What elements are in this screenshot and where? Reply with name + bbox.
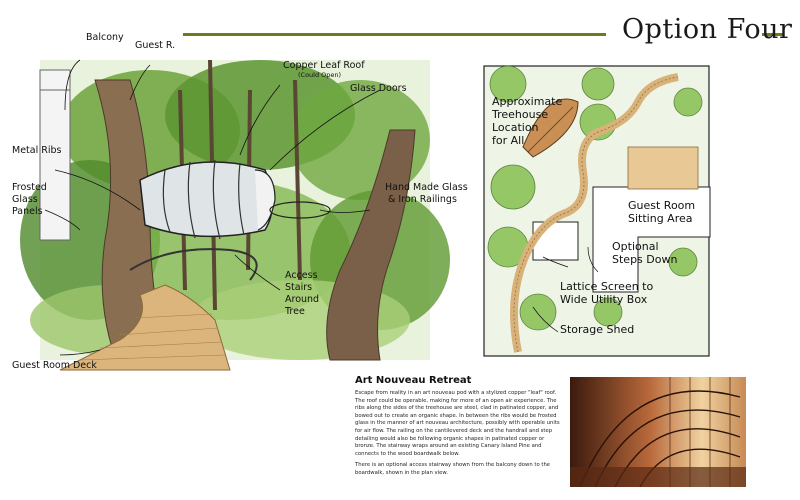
label-stairs-1: Access	[285, 270, 318, 281]
boardwalk-path	[510, 73, 679, 353]
title-rule-left	[183, 33, 606, 36]
label-railings-1: Hand Made Glass	[385, 182, 468, 193]
label-glass-doors: Glass Doors	[350, 83, 407, 94]
label-metal-ribs: Metal Ribs	[12, 145, 62, 156]
description-block: Art Nouveau Retreat Escape from reality …	[355, 375, 560, 478]
label-guest-r: Guest R.	[135, 40, 176, 51]
label-treehouse-2: Treehouse	[492, 108, 549, 121]
callout-leaders	[44, 59, 381, 356]
label-treehouse-3: Location	[492, 121, 539, 134]
access-stairs	[129, 248, 258, 281]
label-frosted-3: Panels	[12, 206, 43, 217]
label-could-open: (Could Open)	[298, 71, 342, 79]
label-copper-leaf-roof: Copper Leaf Roof	[283, 60, 365, 71]
title-rule-right	[762, 33, 784, 36]
label-steps-1: Optional	[612, 240, 659, 253]
label-railings-2: & Iron Railings	[388, 194, 457, 205]
label-sitting-2: Sitting Area	[628, 212, 693, 225]
label-lattice-1: Lattice Screen to	[560, 280, 654, 293]
sitting-area-patio	[627, 146, 699, 190]
right-tree-trunk	[326, 129, 416, 361]
art-nouveau-interior-photo	[570, 377, 746, 487]
treehouse-pod	[139, 159, 331, 240]
label-frosted-1: Frosted	[12, 182, 47, 193]
description-paragraph-1: Escape from reality in an art nouveau po…	[355, 390, 560, 457]
label-stairs-3: Around	[285, 294, 320, 305]
label-sitting-1: Guest Room	[628, 199, 696, 212]
boardwalk-planks	[79, 313, 226, 361]
label-lattice-2: Wide Utility Box	[560, 293, 648, 306]
label-storage-shed: Storage Shed	[560, 323, 635, 336]
label-frosted-2: Glass	[12, 194, 38, 205]
house-footprint	[592, 186, 711, 293]
label-treehouse-4: for All	[492, 134, 525, 147]
description-heading: Art Nouveau Retreat	[355, 375, 472, 386]
label-stairs-2: Stairs	[285, 282, 313, 293]
label-guest-room-deck: Guest Room Deck	[12, 360, 97, 371]
label-steps-2: Steps Down	[612, 253, 678, 266]
page-title: Option Four	[622, 14, 793, 45]
description-paragraph-2: There is an optional access stairway sho…	[355, 462, 551, 476]
treehouse-perspective-sketch	[20, 59, 450, 371]
label-stairs-4: Tree	[285, 306, 305, 317]
treehouse-leaf	[522, 98, 579, 158]
site-plan	[483, 65, 711, 357]
label-balcony: Balcony	[86, 32, 124, 43]
label-treehouse-1: Approximate	[492, 95, 563, 108]
